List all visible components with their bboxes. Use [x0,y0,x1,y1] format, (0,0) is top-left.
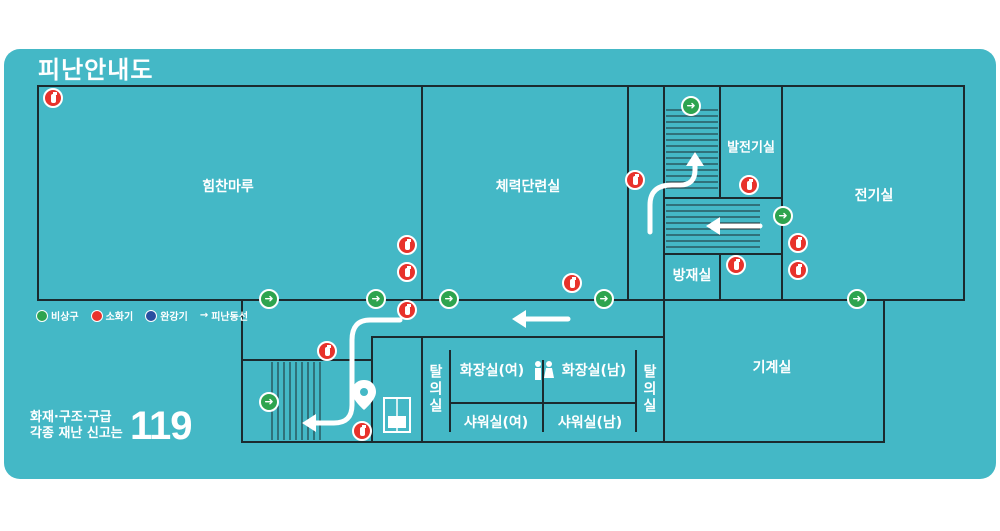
room-label-machine: 기계실 [752,360,792,376]
fire-extinguisher-icon [788,260,808,280]
legend-extinguisher-label: 소화기 [105,312,134,323]
fire-extinguisher-icon [317,341,337,361]
fire-extinguisher-icon [788,233,808,253]
map-legend: 비상구 소화기 완강기 → 피난동선 [36,308,248,323]
emergency-exit-icon: ➜ [847,289,867,309]
fire-extinguisher-icon [562,273,582,293]
emergency-number: 119 [130,404,193,448]
room-label-shower-f: 샤워실(여) [463,415,529,431]
legend-extinguisher: 소화기 [90,308,134,323]
route-lower-curve [309,317,403,426]
legend-exit-label: 비상구 [51,312,79,323]
emergency-exit-icon: ➜ [594,289,614,309]
current-location-pin-icon [352,380,376,410]
room-label-locker-right: 탈의실 [643,364,657,415]
fire-extinguisher-icon [43,88,63,108]
room-machine-outline [663,299,885,443]
room-label-generator: 발전기실 [727,140,775,156]
evacuation-routes [309,159,763,426]
fire-extinguisher-icon [726,255,746,275]
report-line-2: 각종 재난 신고는 [30,426,123,441]
emergency-exit-icon: ➜ [259,289,279,309]
route-upper-curve [647,159,698,235]
arrow-right-icon: → [199,310,209,321]
emergency-report-text: 화재·구조·구급 각종 재난 신고는 [30,410,123,442]
emergency-exit-icon: ➜ [439,289,459,309]
emergency-exit-icon: ➜ [366,289,386,309]
corridor-column [627,85,665,301]
report-line-1: 화재·구조·구급 [30,410,112,425]
fire-extinguisher-icon [397,262,417,282]
room-label-shower-m: 샤워실(남) [557,415,623,431]
fire-extinguisher-icon [90,309,103,322]
legend-descender-label: 완강기 [160,312,188,323]
room-label-restroom-m: 화장실(남) [561,363,627,379]
legend-route-label: 피난동선 [211,312,249,323]
emergency-exit-icon: ➜ [773,206,793,226]
restroom-icon [535,361,554,380]
emergency-exit-icon: ➜ [259,392,279,412]
legend-descender: 완강기 [145,308,188,323]
room-label-locker-left: 탈의실 [429,364,443,415]
fire-extinguisher-icon [397,235,417,255]
legend-route: → 피난동선 [200,308,248,323]
stair-lower-outline [663,197,783,255]
room-label-disaster: 방재실 [672,268,712,284]
emergency-exit-icon: ➜ [681,96,701,116]
exit-icon [36,309,48,322]
fire-extinguisher-icon [352,421,372,441]
room-label-himchan: 힘찬마루 [202,179,254,195]
fire-extinguisher-icon [625,170,645,190]
legend-exit: 비상구 [36,308,79,323]
room-label-restroom-f: 화장실(여) [459,363,525,379]
room-label-electric: 전기실 [854,188,894,204]
elevator-icon [383,397,411,433]
map-panel [4,49,996,479]
map-title: 피난안내도 [38,56,154,84]
descender-icon [145,309,158,322]
stairs-upper [666,109,718,189]
fire-extinguisher-icon [397,300,417,320]
room-label-training: 체력단련실 [495,179,561,195]
fire-extinguisher-icon [739,175,759,195]
